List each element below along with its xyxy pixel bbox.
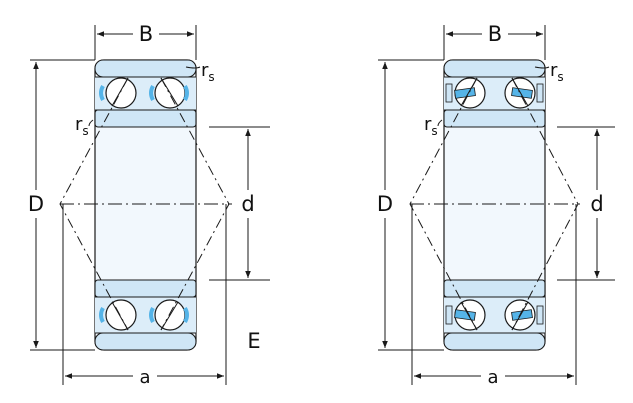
left-bottom-outer-ring bbox=[94, 332, 197, 351]
right-offset-label: a bbox=[487, 367, 498, 388]
left-width-label: B bbox=[139, 22, 153, 46]
left-bore-label: d bbox=[241, 192, 254, 216]
right-radius-inner-label: rs bbox=[424, 114, 438, 138]
right-outer-dia-label: D bbox=[377, 192, 393, 216]
right-bearing bbox=[378, 25, 615, 385]
right-width-label: B bbox=[488, 22, 502, 46]
right-bore-label: d bbox=[590, 192, 603, 216]
left-top-cage-2 bbox=[149, 85, 155, 101]
right-bottom-outer-ring bbox=[443, 332, 546, 351]
left-top-inner-ring bbox=[94, 109, 197, 128]
left-top-outer-ring bbox=[94, 59, 197, 78]
left-suffix-label: E bbox=[247, 329, 260, 353]
left-bearing bbox=[30, 25, 270, 385]
left-bottom-inner-ring bbox=[94, 279, 197, 298]
right-top-inner-ring bbox=[443, 109, 546, 128]
left-offset-label: a bbox=[139, 367, 150, 388]
left-radius-inner-label: rs bbox=[75, 114, 89, 138]
left-top-ball-1 bbox=[105, 77, 137, 109]
left-outer-dia-label: D bbox=[28, 192, 44, 216]
right-top-outer-ring bbox=[443, 59, 546, 78]
left-radius-top-label: rs bbox=[201, 60, 215, 84]
left-top-cage-1 bbox=[99, 85, 105, 101]
right-bottom-inner-ring bbox=[443, 279, 546, 298]
left-bottom-ball-1 bbox=[105, 299, 137, 331]
left-contact-lines bbox=[59, 77, 129, 331]
right-radius-top-label: rs bbox=[550, 60, 564, 84]
